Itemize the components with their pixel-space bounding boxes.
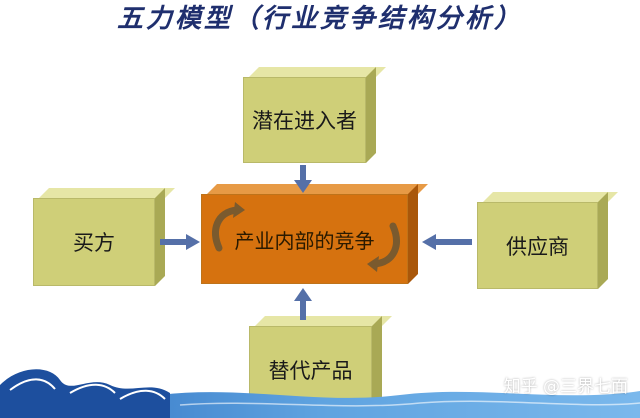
node-potential-entrants: 潜在进入者 (243, 67, 386, 163)
node-industry-rivalry: 产业内部的竞争 (201, 184, 428, 284)
node-suppliers-label: 供应商 (506, 234, 569, 259)
node-industry-rivalry-label: 产业内部的竞争 (234, 228, 375, 253)
arrow-left-icon (422, 234, 472, 250)
watermark: 知乎 @三界七面 (503, 377, 628, 397)
arrow-right-icon (160, 234, 200, 250)
node-buyers: 买方 (33, 188, 175, 286)
arrow-down-icon (294, 165, 312, 193)
wave-decoration (0, 369, 640, 418)
node-potential-entrants-label: 潜在进入者 (252, 109, 357, 133)
node-suppliers: 供应商 (477, 192, 618, 289)
arrow-up-icon (294, 288, 312, 320)
node-substitutes-label: 替代产品 (268, 358, 353, 383)
rotation-arrow-right-icon (367, 222, 400, 272)
rotation-arrow-left-icon (212, 202, 245, 252)
page-title: 五力模型（行业竞争结构分析） (116, 4, 523, 34)
node-buyers-label: 买方 (73, 231, 115, 255)
